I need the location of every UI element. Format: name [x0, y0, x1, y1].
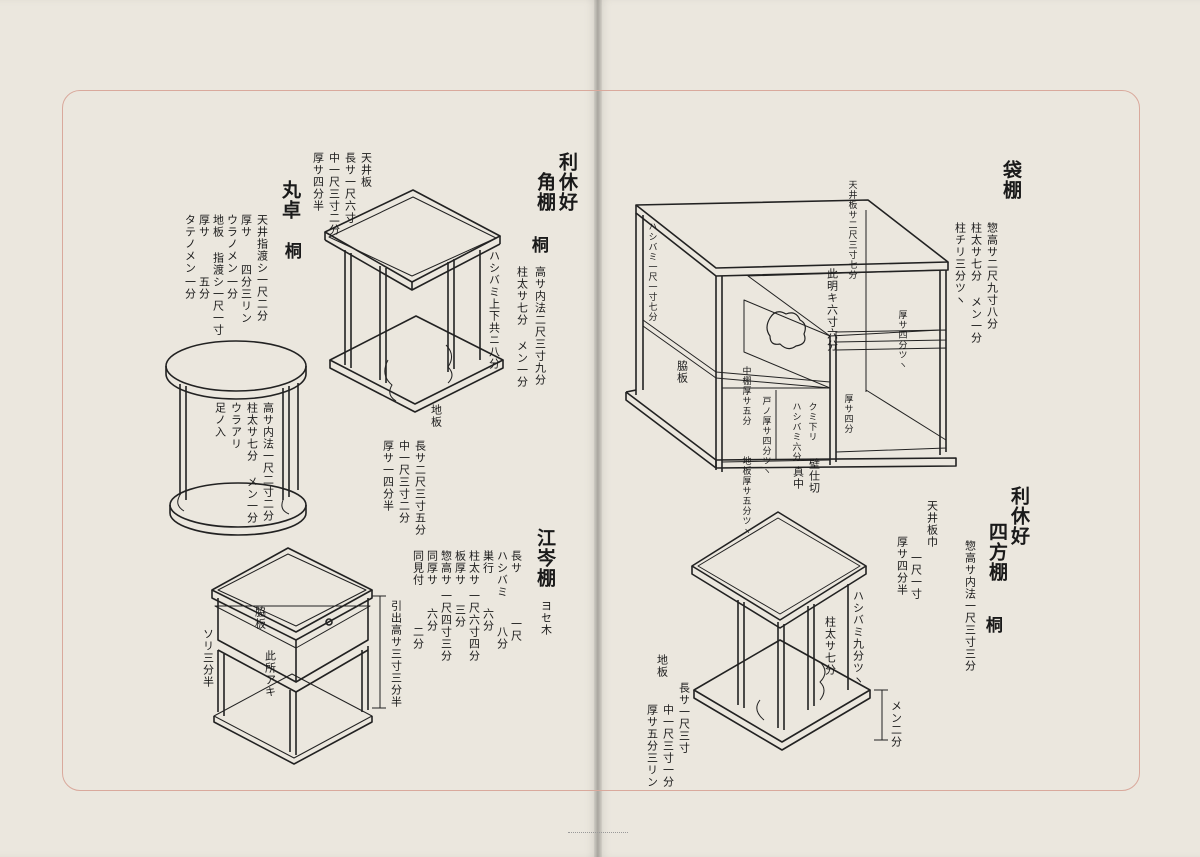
marujoku-body-4: 足ノ入 — [213, 402, 227, 438]
yohodana-jiita-label: 地板 — [655, 654, 669, 678]
edogawa-line-5: 板厚サ — [453, 550, 467, 586]
edogawa-value-3: 六分 — [481, 608, 495, 632]
marujoku-line-1: 天井指渡シ一尺二分 — [255, 214, 269, 322]
left-page — [0, 0, 598, 857]
edogawa-bottom-label: 此所アキ — [263, 650, 277, 698]
kakudana-tenita-label: 天井板 — [359, 152, 373, 188]
edogawa-line-7: 同厚サ — [425, 550, 439, 586]
edogawa-name: 江岑棚 — [533, 528, 556, 588]
yohodana-men: メン二分 — [889, 700, 903, 748]
kakudana-drawing — [324, 189, 504, 413]
yohodana-height: 惣高サ内法一尺三寸三分 — [963, 540, 977, 672]
edogawa-value-8: 二分 — [411, 626, 425, 650]
yohodana-pillar: 柱太サ七分 — [823, 616, 837, 676]
marujoku-body-3: ウラアリ — [229, 402, 243, 450]
marujoku-value-4: 一分 — [183, 276, 197, 300]
edogawa-sori: ソリ三分半 — [201, 628, 215, 688]
marujoku-line-6: タテノメン — [183, 214, 197, 274]
fukurodana-drawing — [625, 199, 957, 472]
fukurodana-middle-label: 此明キ六寸六分 — [825, 268, 839, 352]
marujoku-line-5: 厚サ — [197, 214, 211, 238]
book-gutter — [594, 0, 602, 857]
edogawa-line-6: 惣高サ — [439, 550, 453, 586]
edogawa-value-2: 八分 — [495, 626, 509, 650]
fukurodana-name: 袋棚 — [999, 160, 1022, 200]
marujoku-value-2: 一分 — [225, 276, 239, 300]
fukurodana-chiri: 柱チリ三分ツヽ — [953, 222, 967, 306]
fukurodana-hashibami2: ハシバミ六分 — [790, 402, 801, 462]
kakudana-height: 高サ内法二尺三寸九分 — [533, 266, 547, 386]
edogawa-line-3: 巣行 — [481, 550, 495, 574]
fukurodana-pillar: 柱太サ七分 メン一分 — [969, 222, 983, 344]
page-border-frame — [62, 90, 1140, 791]
fukurodana-inner-depth: 厚サ四分 — [842, 394, 853, 434]
fukurodana-kumiawase: クミ下リ — [806, 402, 817, 442]
edogawa-value-7: 六分 — [425, 608, 439, 632]
fukurodana-kabe: 壁仕切 — [807, 458, 821, 494]
yohodana-material: 桐 — [981, 616, 1002, 634]
kakudana-tenita-thickness: 厚サ四分半 — [311, 152, 325, 212]
kakudana-title: 利休好 — [555, 152, 578, 212]
edogawa-line-4: 柱太サ — [467, 550, 481, 586]
kakudana-tenita-width: 中一尺三寸二分 — [327, 152, 341, 236]
right-page — [598, 0, 1200, 857]
marujoku-drawing — [165, 340, 307, 536]
kakudana-jiita-length: 長サ二尺三寸五分 — [413, 440, 427, 536]
fukurodana-side-board: 脇板 — [675, 360, 689, 384]
kakudana-jiita-label: 地板 — [429, 404, 443, 428]
fukurodana-top-edge: 天井板サ二尺三寸七分 — [846, 180, 857, 280]
edogawa-material: ヨセ木 — [539, 600, 553, 636]
fukurodana-door: 戸ノ厚サ四分ツヽ — [760, 396, 771, 476]
edogawa-line-8: 同見付 — [411, 550, 425, 586]
fukurodana-total-height: 惣高サ二尺九寸八分 — [985, 222, 999, 330]
fukurodana-bottom-edge: 地板厚サ五分ツヽ — [740, 456, 751, 536]
yohodana-name: 四方棚 — [985, 522, 1008, 582]
edogawa-line-2: ハシバミ — [495, 550, 509, 598]
yohodana-drawing — [691, 511, 888, 751]
yohodana-jiita-length: 長サ一尺三寸 — [677, 682, 691, 754]
edogawa-value-5: 三分 — [453, 604, 467, 628]
yohodana-jiita-thickness: 厚サ五分三リン — [645, 704, 659, 788]
marujoku-line-2: 厚サ — [239, 214, 253, 238]
edogawa-drawing — [211, 547, 386, 765]
yohodana-tenita-label: 天井板巾 — [925, 500, 939, 548]
edogawa-line-1: 長サ — [509, 550, 523, 574]
kakudana-hashibami: ハシバミ上下共ニ八分 — [487, 250, 501, 370]
fukurodana-middle-shelf: 中棚厚サ五分 — [740, 366, 751, 426]
marujoku-value-1: 四分三リン — [239, 264, 253, 324]
marujoku-line-4: 地板 指渡シ一尺一寸 — [211, 214, 225, 336]
yohodana-tenita-thickness: 四分半 — [895, 560, 909, 596]
yohodana-tenita-width: 一尺一寸 — [909, 552, 923, 600]
edogawa-value-1: 一尺 — [509, 618, 523, 642]
kakudana-tenita-length: 長サ一尺六寸 — [343, 152, 357, 224]
yohodana-hashibami: ハシバミ九分ツヽ — [851, 590, 865, 686]
marujoku-line-3: ウラノメン — [225, 214, 239, 274]
fukurodana-hashibami: ハシバミ一尺一寸七分 — [646, 222, 657, 322]
page-bottom-marker — [568, 832, 628, 841]
yohodana-title: 利休好 — [1007, 486, 1030, 546]
edogawa-value-4: 一尺六寸四分 — [467, 590, 481, 662]
yohodana-tenita-atsusa: 厚サ — [895, 536, 909, 560]
marujoku-material: 桐 — [280, 242, 301, 260]
kakudana-material: 桐 — [527, 236, 548, 254]
edogawa-drawer-label: 脇板 — [253, 606, 267, 630]
kakudana-name: 角棚 — [533, 172, 556, 212]
marujoku-value-3: 五分 — [197, 276, 211, 300]
fukurodana-side-edge: 厚サ四分ツヽ — [896, 310, 907, 370]
marujoku-name: 丸卓 — [278, 180, 301, 220]
yohodana-jiita-width: 中一尺三寸一分 — [661, 704, 675, 788]
edogawa-value-6: 一尺四寸三分 — [439, 590, 453, 662]
marujoku-body-2: 柱太サ七分 メン一分 — [245, 402, 259, 524]
kakudana-jiita-width: 中一尺三寸二分 — [397, 440, 411, 524]
kakudana-jiita-thickness: 厚サ一四分半 — [381, 440, 395, 512]
kakudana-pillar: 柱太サ七分 メン一分 — [515, 266, 529, 388]
marujoku-body-1: 高サ内法一尺二寸二分 — [261, 402, 275, 522]
fukurodana-center: 真中 — [791, 466, 805, 490]
edogawa-drawer-height: 引出高サ三寸三分半 — [389, 600, 403, 708]
